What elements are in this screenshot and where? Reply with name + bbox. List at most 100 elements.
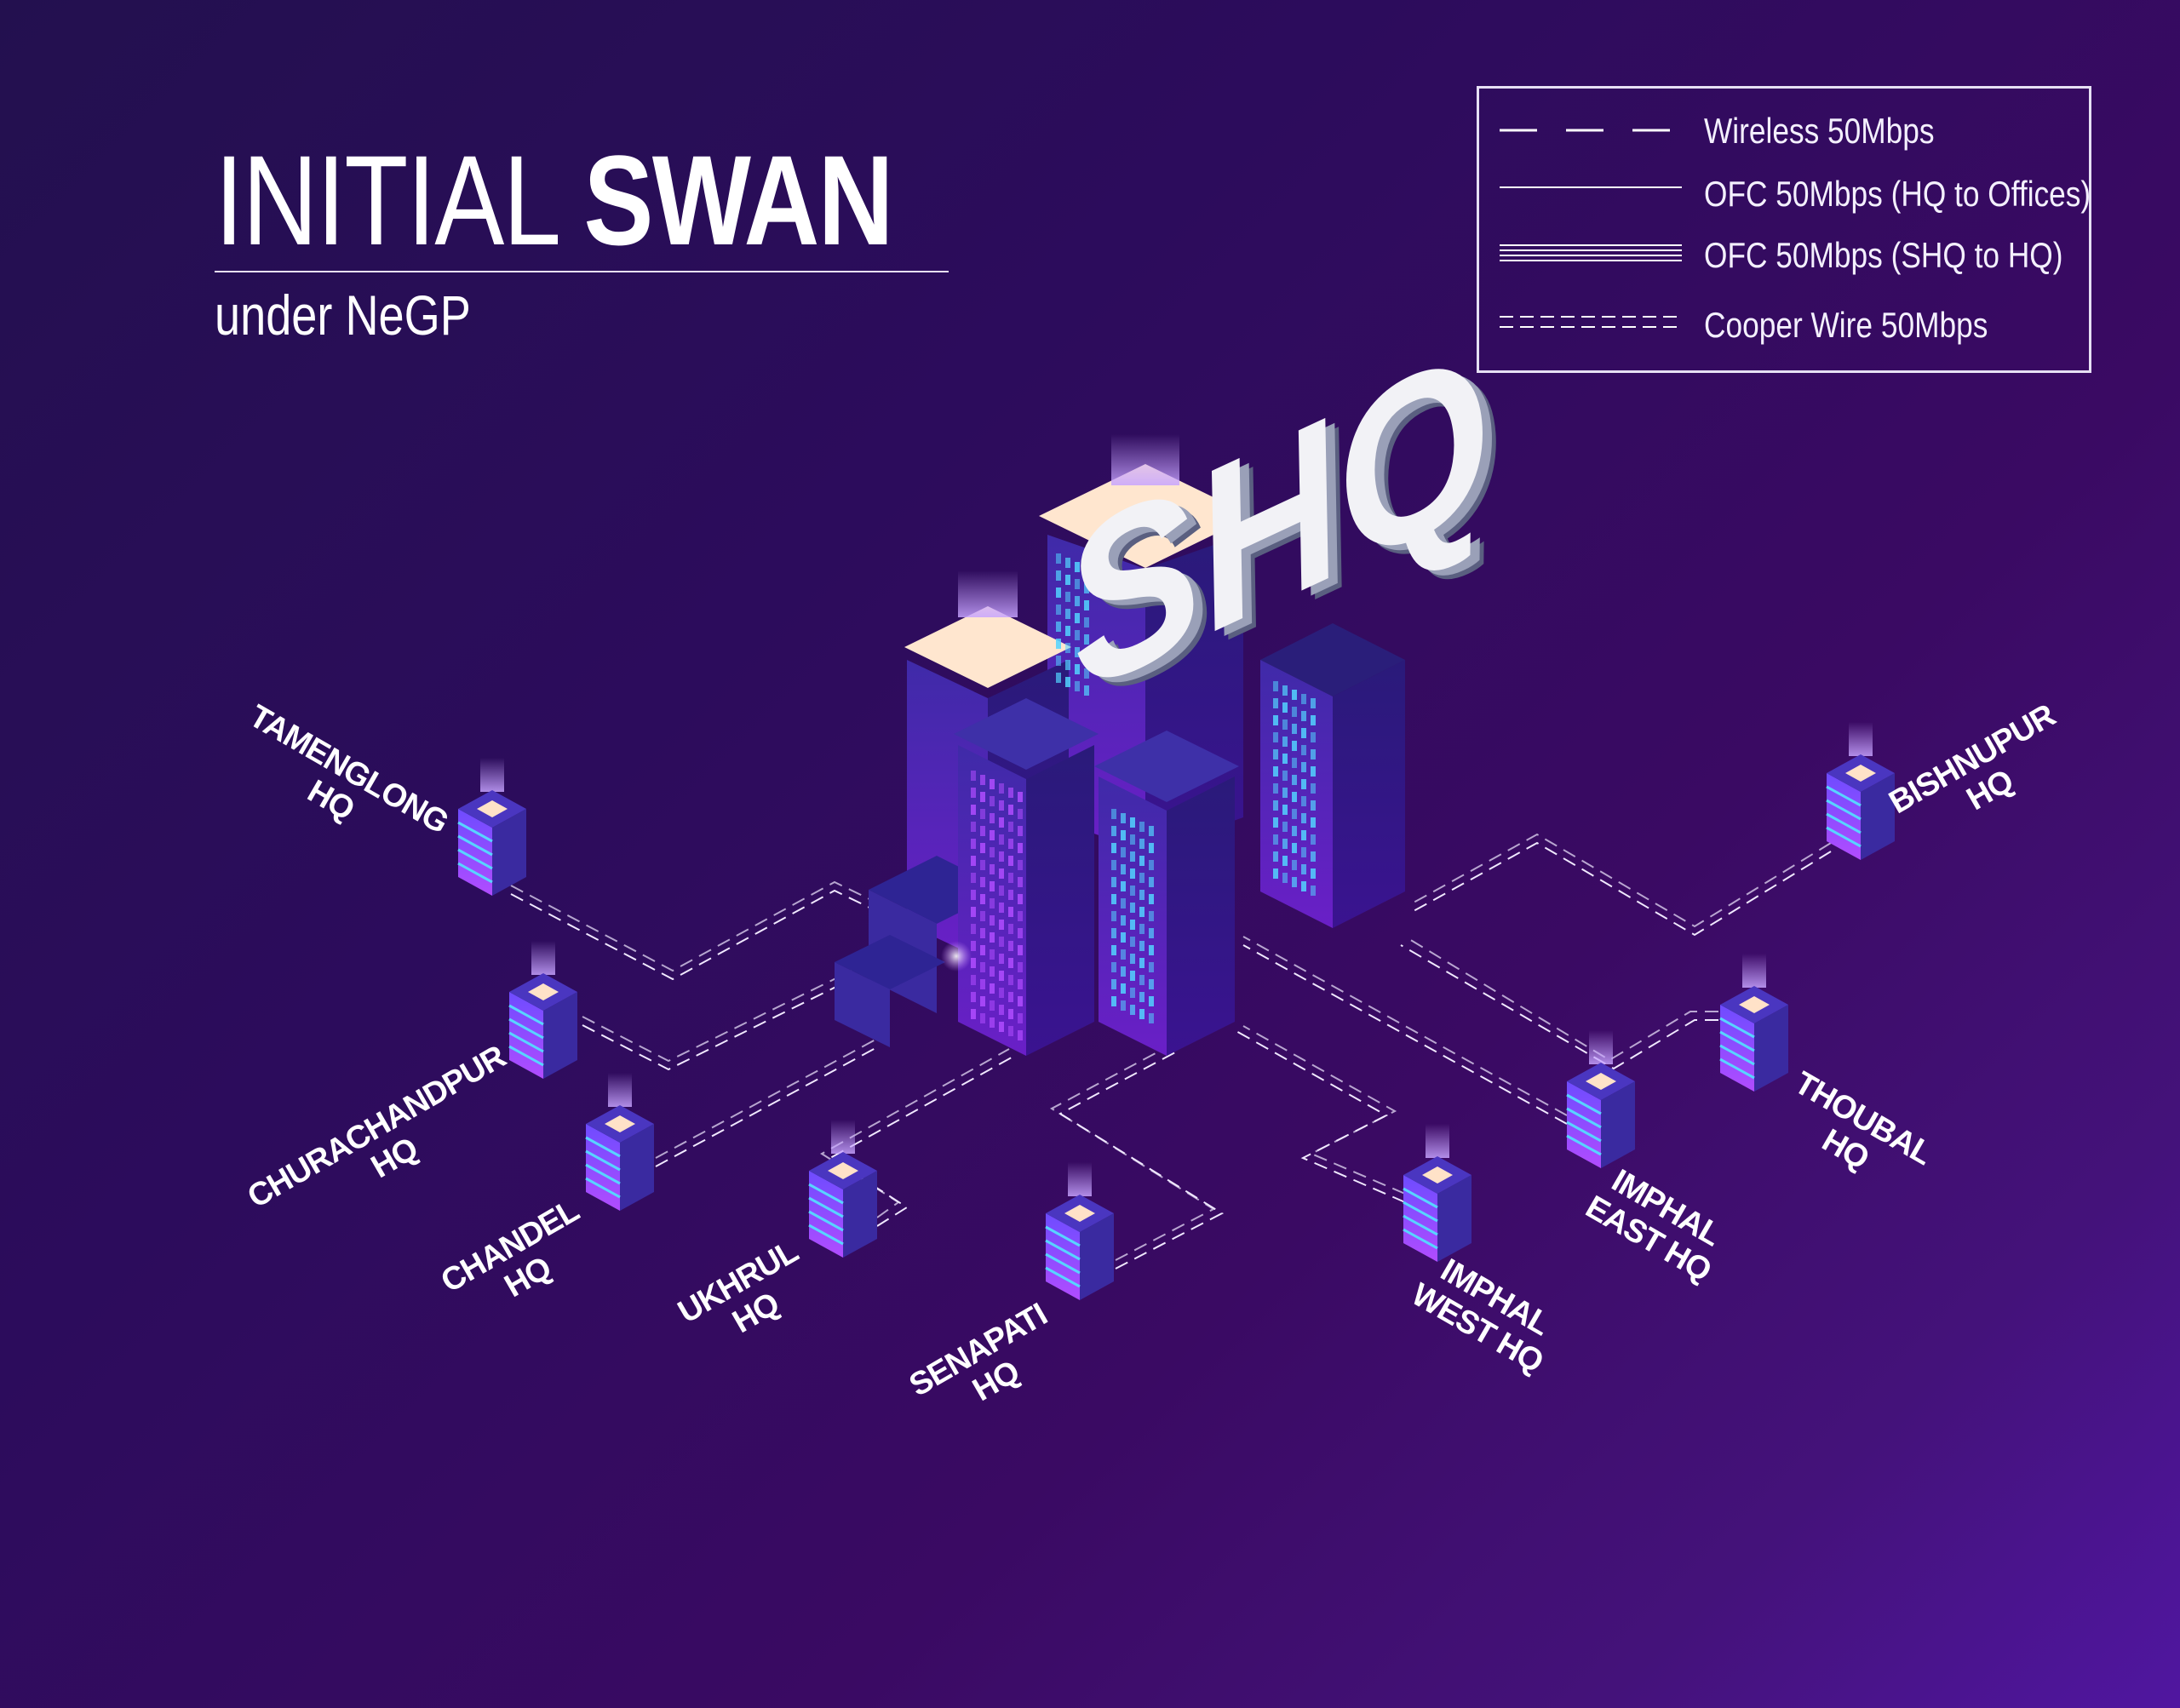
node-face	[1046, 1213, 1080, 1300]
window	[1139, 924, 1144, 934]
window	[1282, 719, 1288, 730]
node-face	[809, 1171, 843, 1258]
window	[1084, 634, 1089, 645]
window	[1292, 758, 1297, 768]
window	[990, 932, 995, 943]
node-face	[1720, 1005, 1754, 1092]
window	[1311, 715, 1316, 725]
legend-label: OFC 50Mbps (HQ to Offices)	[1704, 174, 2091, 214]
window	[1301, 762, 1306, 772]
node-roof-light	[1586, 1073, 1616, 1090]
window	[1292, 690, 1297, 700]
node-stripe	[808, 1210, 844, 1232]
window	[999, 783, 1004, 794]
window	[980, 826, 985, 836]
node-stripe	[1045, 1252, 1081, 1275]
window	[1301, 881, 1306, 891]
window	[1139, 839, 1144, 849]
node-stripe	[1826, 785, 1862, 807]
window	[1292, 775, 1297, 785]
window	[990, 966, 995, 977]
window	[1130, 851, 1135, 862]
page-subtitle: under NeGP	[215, 284, 471, 347]
node-beam	[480, 758, 504, 792]
window	[1292, 741, 1297, 751]
window	[990, 1017, 995, 1028]
window	[971, 890, 976, 900]
window	[1139, 975, 1144, 985]
window	[1130, 817, 1135, 828]
window	[1111, 945, 1116, 955]
window	[1273, 800, 1278, 811]
hq-node-senapati	[1045, 1162, 1114, 1300]
window	[1139, 873, 1144, 883]
title-bold: SWAN	[583, 129, 893, 272]
window	[971, 941, 976, 951]
window	[1008, 992, 1013, 1002]
window	[1065, 660, 1070, 670]
window	[1018, 1030, 1023, 1040]
window	[1075, 562, 1080, 572]
legend-label: Wireless 50Mbps	[1704, 111, 1935, 151]
window	[1056, 605, 1061, 615]
node-stripe	[1403, 1201, 1438, 1223]
window	[990, 864, 995, 874]
window	[1139, 890, 1144, 900]
window	[1149, 877, 1154, 887]
legend-label: OFC 50Mbps (SHQ to HQ)	[1704, 235, 2063, 275]
window	[1292, 707, 1297, 717]
window	[1273, 783, 1278, 794]
window	[1273, 834, 1278, 845]
window	[1149, 826, 1154, 836]
window	[1111, 962, 1116, 972]
window	[1121, 864, 1126, 874]
node-stripe	[508, 1031, 544, 1053]
window	[1301, 694, 1306, 704]
hq-node-chandel	[585, 1073, 654, 1211]
node-stripe	[585, 1136, 621, 1158]
window	[999, 851, 1004, 862]
window	[1311, 834, 1316, 845]
window	[1139, 992, 1144, 1002]
tower-roof	[954, 698, 1099, 770]
window	[1301, 864, 1306, 874]
window	[971, 1009, 976, 1019]
node-roof-light	[1064, 1205, 1095, 1222]
window	[1008, 890, 1013, 900]
window	[1084, 566, 1089, 576]
title-divider	[215, 271, 949, 272]
node-face	[543, 992, 577, 1079]
hq-node-thoubal	[1719, 954, 1788, 1092]
window	[971, 771, 976, 781]
legend: Wireless 50Mbps OFC 50Mbps (HQ to Office…	[1477, 86, 2091, 373]
tower-face	[1167, 777, 1235, 1056]
window	[999, 800, 1004, 811]
window	[1130, 868, 1135, 879]
window	[1075, 664, 1080, 674]
window	[1273, 766, 1278, 777]
window	[971, 924, 976, 934]
node-stripe	[1045, 1225, 1081, 1247]
node-roof-light	[605, 1115, 635, 1132]
window	[980, 860, 985, 870]
window	[990, 830, 995, 840]
window	[990, 779, 995, 789]
window	[990, 898, 995, 908]
window	[971, 856, 976, 866]
window	[1273, 732, 1278, 742]
window	[1149, 945, 1154, 955]
window	[990, 881, 995, 891]
node-stripe	[1566, 1134, 1602, 1156]
window	[1008, 907, 1013, 917]
window	[1149, 996, 1154, 1006]
window	[1130, 834, 1135, 845]
node-stripe	[1826, 799, 1862, 821]
node-face	[1861, 773, 1895, 860]
window	[1056, 656, 1061, 666]
window	[1084, 668, 1089, 679]
window	[1111, 809, 1116, 819]
window	[1121, 983, 1126, 994]
window	[1292, 843, 1297, 853]
node-stripe	[1719, 1057, 1755, 1080]
